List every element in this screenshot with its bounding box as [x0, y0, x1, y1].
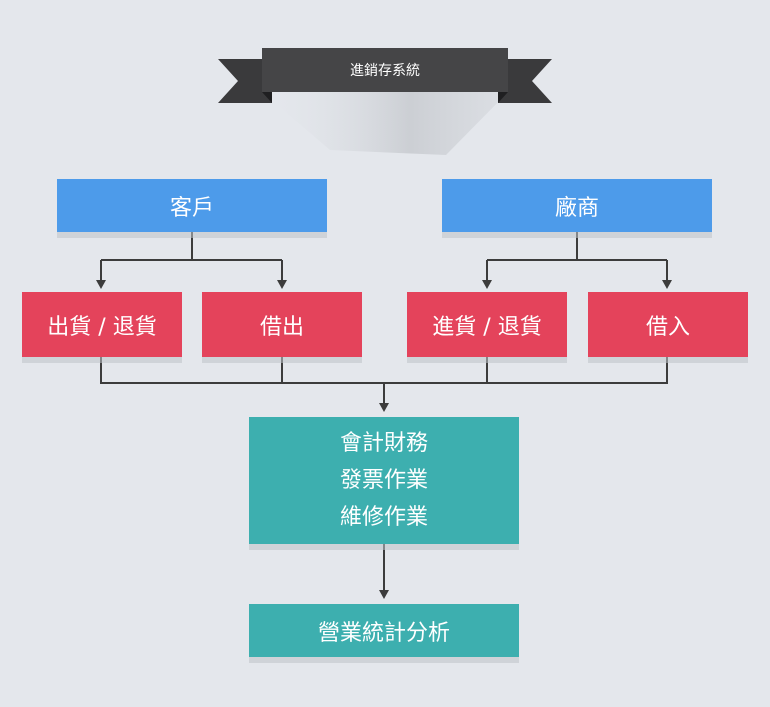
banner-left-tail	[218, 59, 272, 103]
arrowhead	[379, 590, 389, 599]
banner-title: 進銷存系統	[350, 63, 420, 79]
node-purchase-return: 進貨 / 退貨	[407, 292, 567, 357]
node-customer: 客戶	[57, 179, 327, 232]
banner-body	[262, 48, 508, 92]
operations-line: 維修作業	[339, 505, 428, 530]
node-vendor: 廠商	[442, 179, 712, 232]
connector-merge	[100, 357, 668, 404]
node-analytics: 營業統計分析	[249, 604, 519, 657]
operations-line: 發票作業	[339, 468, 428, 493]
arrowhead	[96, 280, 106, 289]
connector-vendor	[486, 232, 668, 281]
banner-shadow	[262, 92, 508, 155]
node-ship-return: 出貨 / 退貨	[22, 292, 182, 357]
banner-right-tail	[498, 59, 552, 103]
node-lend-out: 借出	[202, 292, 362, 357]
arrowhead	[277, 280, 287, 289]
connector-customer	[100, 232, 283, 281]
operations-line: 會計財務	[339, 431, 428, 456]
arrowhead	[482, 280, 492, 289]
arrowhead	[662, 280, 672, 289]
node-borrow-in: 借入	[588, 292, 748, 357]
arrowhead	[379, 403, 389, 412]
banner-ribbon	[218, 48, 552, 155]
node-operations: 會計財務 發票作業 維修作業	[249, 417, 519, 544]
